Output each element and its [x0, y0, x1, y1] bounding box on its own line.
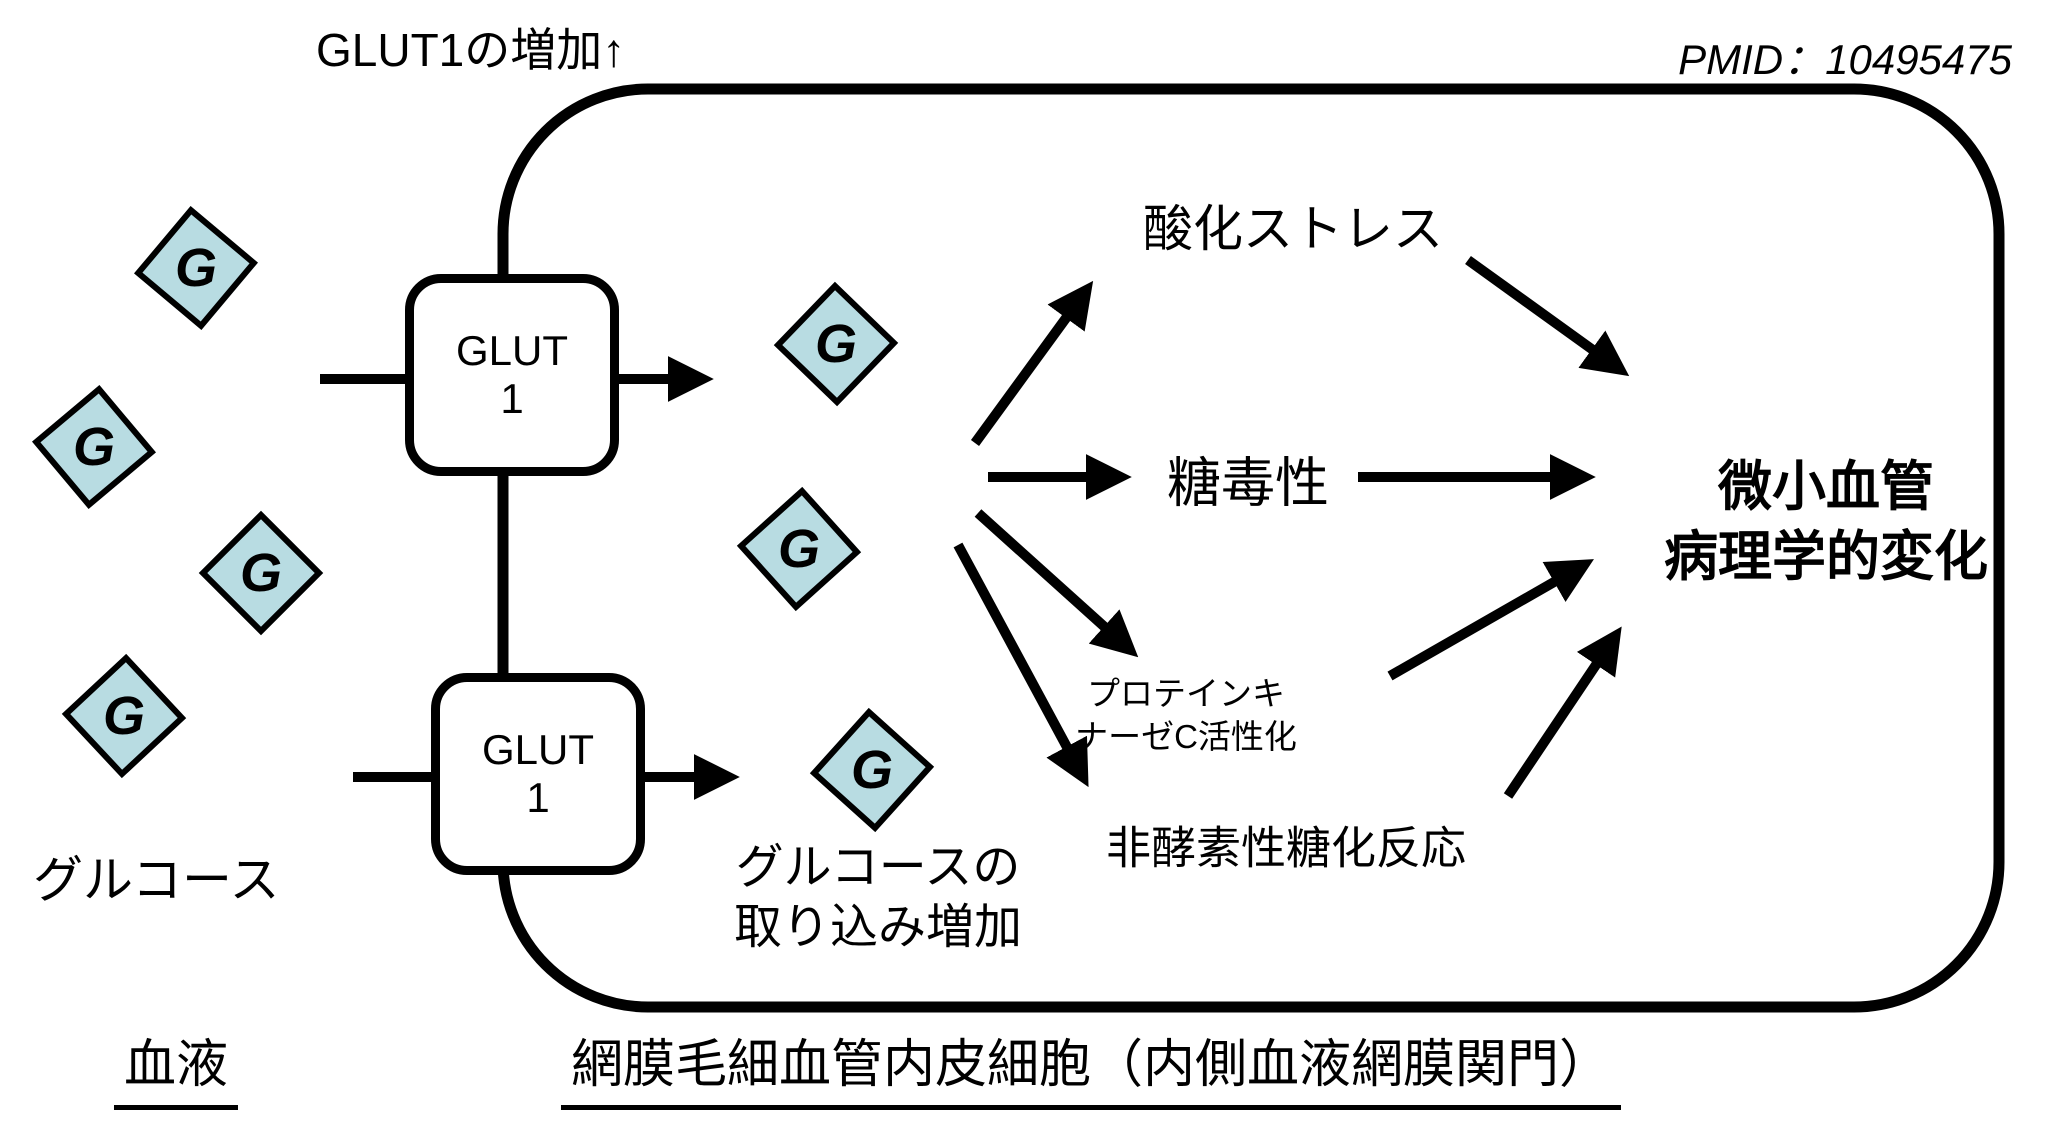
glucose-letter: G: [239, 542, 283, 603]
pmid-reference: PMID：10495475: [1678, 36, 2012, 83]
glut1-bottom-label-line1: GLUT: [481, 725, 594, 773]
blood-region-label: 血液: [113, 1022, 239, 1110]
arrow-pkc-to-outcome: [1387, 559, 1594, 681]
microvascular-outcome-label: 微小血管 病理学的変化: [1664, 452, 1988, 592]
glucose-caption: グルコース: [33, 852, 280, 908]
glucose-letter: G: [174, 237, 218, 298]
pkc-label-line2: ナーゼC活性化: [1075, 718, 1297, 755]
glucose-letter: G: [777, 518, 821, 579]
arrow-to-oxidative-stress: [970, 280, 1094, 446]
uptake-line2: 取り込み増加: [733, 901, 1023, 954]
pkc-label-line1: プロテインキ: [1087, 675, 1285, 713]
glucose-letter: G: [102, 685, 146, 746]
glucotoxicity-label: 糖毒性: [1167, 453, 1329, 514]
cell-membrane-outline: [497, 83, 2005, 1013]
pkc-activation-label: プロテインキ ナーゼC活性化: [1075, 673, 1297, 759]
glucose-letter: G: [814, 313, 858, 374]
arrow-to-pkc: [974, 509, 1139, 658]
glut1-transporter-bottom: GLUT 1: [431, 673, 645, 875]
glucose-letter: G: [850, 739, 894, 800]
arrow-glycation-to-outcome: [1503, 626, 1622, 799]
glut1-transporter-top: GLUT 1: [405, 274, 619, 476]
glut1-top-label-line1: GLUT: [455, 326, 568, 374]
glucose-uptake-caption: グルコースの 取り込み増加: [734, 838, 1022, 958]
arrow-oxidative-to-outcome: [1465, 255, 1630, 377]
outcome-line1: 微小血管: [1718, 456, 1934, 517]
outcome-line2: 病理学的変化: [1664, 527, 1988, 587]
glucose-letter: G: [72, 416, 116, 477]
glut1-increase-title: GLUT1の増加↑: [316, 24, 626, 76]
glut1-bottom-label-line2: 1: [526, 774, 550, 821]
oxidative-stress-label: 酸化ストレス: [1143, 201, 1443, 257]
arrow-to-glycation: [953, 542, 1089, 788]
cell-region-label: 網膜毛細血管内皮細胞（内側血液網膜関門）: [560, 1022, 1622, 1110]
glut1-top-label-line2: 1: [500, 375, 524, 422]
uptake-line1: グルコースの: [735, 841, 1021, 894]
glycation-label: 非酵素性糖化反応: [1105, 822, 1467, 874]
